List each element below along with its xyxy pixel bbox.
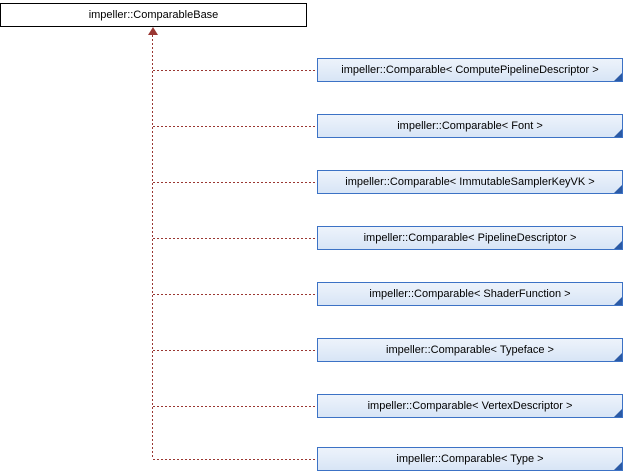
- edge-vertical-trunk: [152, 35, 153, 459]
- derived-class-label: impeller::Comparable< PipelineDescriptor…: [363, 232, 577, 244]
- base-class-label: impeller::ComparableBase: [88, 9, 219, 21]
- derived-class-node-immutable-sampler-key-vk[interactable]: impeller::Comparable< ImmutableSamplerKe…: [317, 170, 623, 194]
- derived-class-node-pipeline-descriptor[interactable]: impeller::Comparable< PipelineDescriptor…: [317, 226, 623, 250]
- edge-branch: [153, 350, 317, 351]
- derived-class-label: impeller::Comparable< ImmutableSamplerKe…: [345, 176, 595, 188]
- fold-corner-icon: [614, 185, 622, 193]
- derived-class-label: impeller::Comparable< ShaderFunction >: [369, 288, 571, 300]
- fold-corner-icon: [614, 241, 622, 249]
- derived-class-node-typeface[interactable]: impeller::Comparable< Typeface >: [317, 338, 623, 362]
- derived-class-node-type[interactable]: impeller::Comparable< Type >: [317, 447, 623, 471]
- base-class-node: impeller::ComparableBase: [0, 3, 307, 27]
- derived-class-node-shader-function[interactable]: impeller::Comparable< ShaderFunction >: [317, 282, 623, 306]
- fold-corner-icon: [614, 129, 622, 137]
- derived-class-node-vertex-descriptor[interactable]: impeller::Comparable< VertexDescriptor >: [317, 394, 623, 418]
- fold-corner-icon: [614, 462, 622, 470]
- fold-corner-icon: [614, 353, 622, 361]
- fold-corner-icon: [614, 409, 622, 417]
- edge-branch: [153, 294, 317, 295]
- edge-branch: [153, 459, 317, 460]
- fold-corner-icon: [614, 73, 622, 81]
- derived-class-label: impeller::Comparable< ComputePipelineDes…: [341, 64, 599, 76]
- derived-class-label: impeller::Comparable< Type >: [396, 453, 544, 465]
- edge-branch: [153, 70, 317, 71]
- derived-class-node-compute-pipeline-descriptor[interactable]: impeller::Comparable< ComputePipelineDes…: [317, 58, 623, 82]
- edge-branch: [153, 406, 317, 407]
- edge-branch: [153, 182, 317, 183]
- derived-class-node-font[interactable]: impeller::Comparable< Font >: [317, 114, 623, 138]
- derived-class-label: impeller::Comparable< VertexDescriptor >: [367, 400, 573, 412]
- fold-corner-icon: [614, 297, 622, 305]
- edge-branch: [153, 238, 317, 239]
- derived-class-label: impeller::Comparable< Font >: [397, 120, 543, 132]
- edge-branch: [153, 126, 317, 127]
- derived-class-label: impeller::Comparable< Typeface >: [386, 344, 554, 356]
- inheritance-arrowhead-icon: [148, 27, 158, 35]
